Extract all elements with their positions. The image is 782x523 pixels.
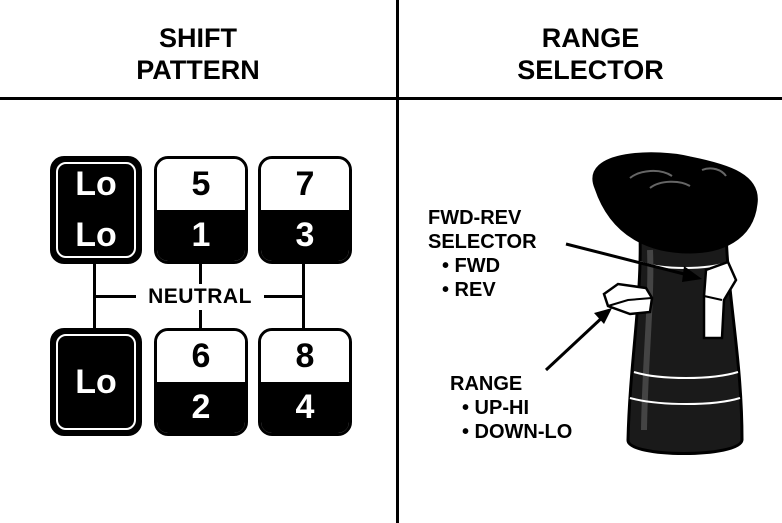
range-lever-edge bbox=[607, 297, 653, 307]
fwd-rev-title-line-1: FWD-REV bbox=[428, 207, 522, 229]
fwd-rev-title-line-2: SELECTOR bbox=[428, 231, 537, 253]
range-selector-header-line-1: RANGE bbox=[541, 23, 640, 53]
gear-lo: Lo bbox=[50, 328, 142, 436]
gear-6-label: 6 bbox=[157, 331, 245, 382]
neutral-label: NEUTRAL bbox=[136, 284, 264, 310]
range-title: RANGE bbox=[450, 373, 523, 395]
knob-cap-texture bbox=[629, 167, 727, 189]
gear-8-4: 8 4 bbox=[258, 328, 352, 436]
knob-body-highlight bbox=[641, 249, 654, 431]
gear-lo-top-label: Lo bbox=[53, 159, 139, 210]
gear-4-label: 4 bbox=[261, 382, 349, 433]
range-leader-line bbox=[544, 312, 608, 372]
fwd-rev-switch-edge bbox=[703, 295, 723, 301]
fwd-option: • FWD bbox=[442, 255, 501, 277]
range-selector-header-line-2: SELECTOR bbox=[517, 55, 664, 85]
rev-option: • REV bbox=[442, 279, 496, 301]
shift-pattern-header: SHIFT PATTERN bbox=[0, 22, 396, 86]
fwd-rev-leader-line bbox=[565, 242, 693, 278]
gate-right-vertical bbox=[302, 262, 305, 332]
gear-5-label: 5 bbox=[157, 159, 245, 210]
up-hi-option: • UP-HI bbox=[462, 397, 530, 419]
gear-7-label: 7 bbox=[261, 159, 349, 210]
gear-2-label: 2 bbox=[157, 382, 245, 433]
range-leader-arrowhead bbox=[594, 308, 612, 324]
knob-cap bbox=[592, 152, 758, 254]
gear-3-label: 3 bbox=[261, 210, 349, 261]
gear-7-3: 7 3 bbox=[258, 156, 352, 264]
gear-lo-bottom-label: Lo bbox=[53, 210, 139, 261]
fwd-rev-leader-arrowhead bbox=[682, 266, 702, 282]
gate-left-vertical bbox=[93, 262, 96, 332]
down-lo-option: • DOWN-LO bbox=[462, 421, 573, 443]
column-divider bbox=[396, 0, 399, 523]
knob-band-middle bbox=[633, 371, 739, 379]
gear-lo-lo: Lo Lo bbox=[50, 156, 142, 264]
gear-lo-label: Lo bbox=[75, 362, 117, 401]
shift-pattern-header-line-1: SHIFT bbox=[159, 23, 237, 53]
gear-1-label: 1 bbox=[157, 210, 245, 261]
fwd-rev-label: FWD-REV SELECTOR • FWD • REV bbox=[428, 206, 537, 302]
shift-pattern-header-line-2: PATTERN bbox=[136, 55, 260, 85]
range-label: RANGE • UP-HI • DOWN-LO bbox=[450, 372, 572, 444]
gear-6-2: 6 2 bbox=[154, 328, 248, 436]
range-selector-header: RANGE SELECTOR bbox=[399, 22, 782, 86]
gear-5-1: 5 1 bbox=[154, 156, 248, 264]
gear-8-label: 8 bbox=[261, 331, 349, 382]
header-divider bbox=[0, 97, 782, 100]
knob-band-lower bbox=[629, 397, 741, 405]
